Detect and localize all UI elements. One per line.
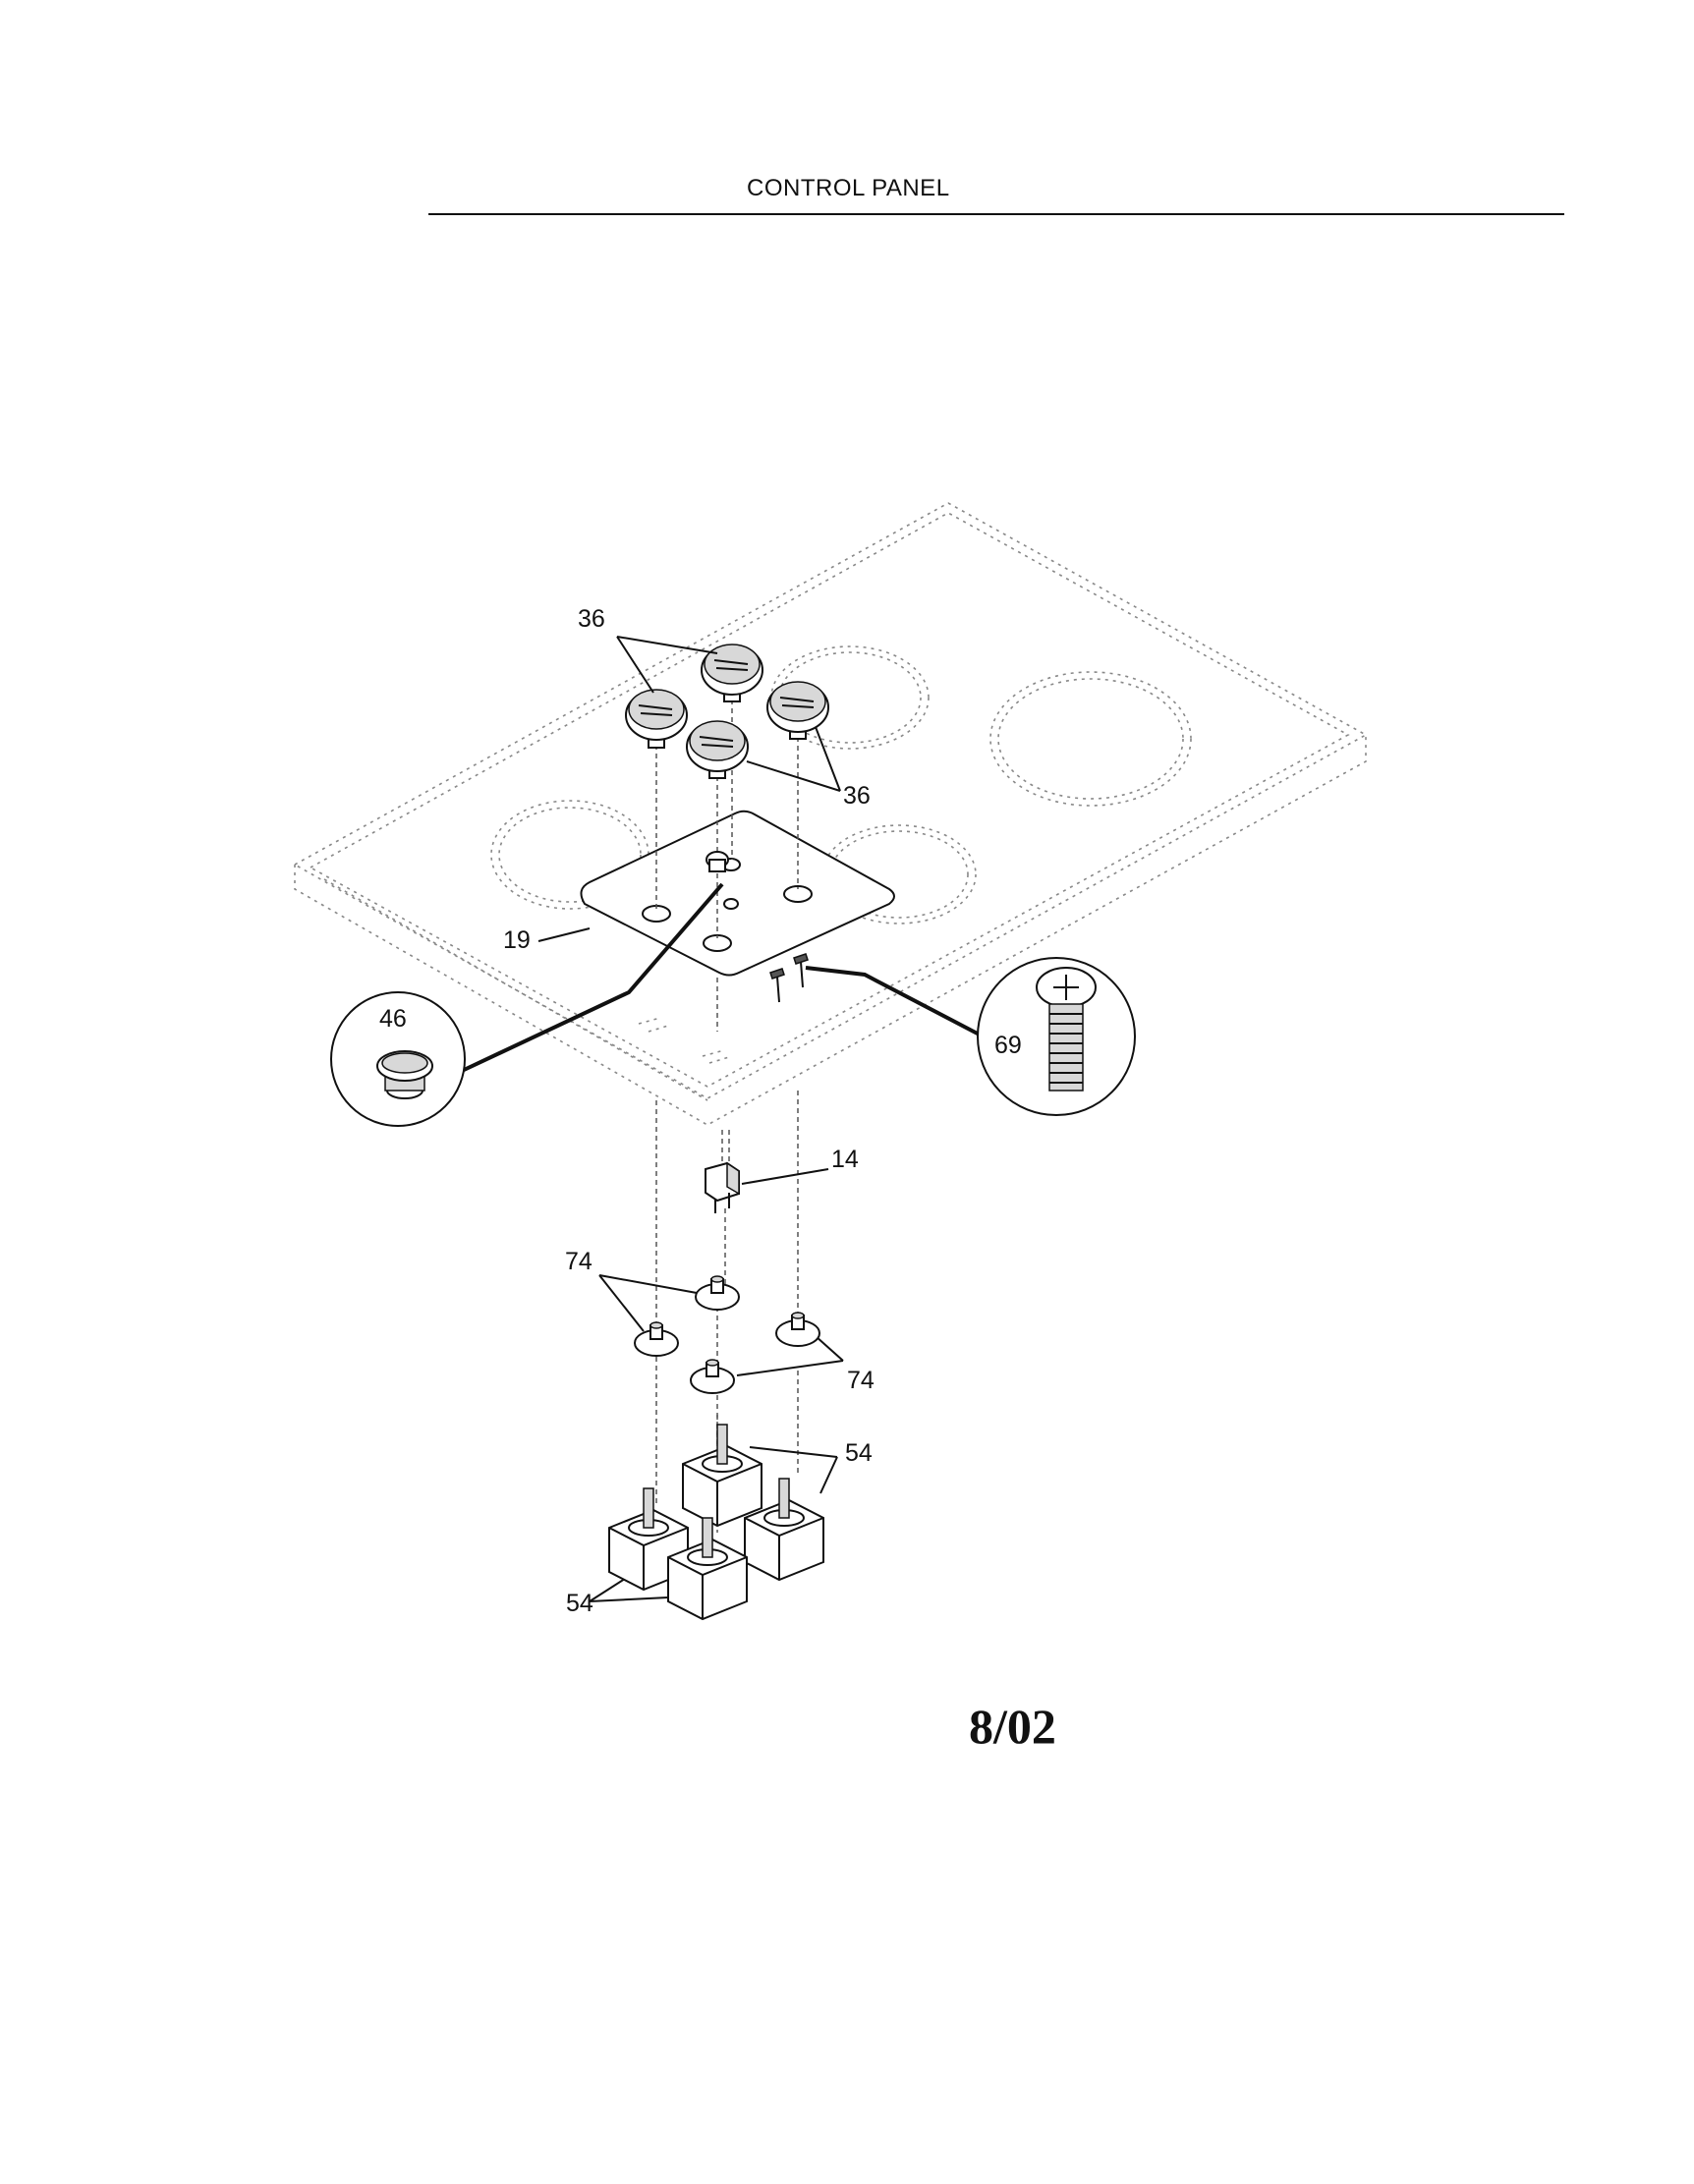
callout-valve-right: 54: [845, 1439, 873, 1467]
callout-overlay: 19: [503, 926, 531, 954]
gasket-left: [634, 1321, 679, 1357]
knob-left: [625, 689, 688, 749]
screw-detail-circle: [977, 957, 1136, 1116]
gasket-back: [695, 1275, 740, 1311]
callout-switch: 14: [831, 1146, 859, 1173]
overlay-plug-small: [706, 851, 729, 872]
callout-knob-top: 36: [578, 605, 605, 633]
gasket-front: [690, 1359, 735, 1394]
overlay-panel: [580, 810, 895, 977]
valve-front: [667, 1517, 748, 1621]
callout-knob-bottom: 36: [843, 782, 871, 810]
knob-right: [766, 681, 829, 740]
switch-part: [705, 1161, 740, 1213]
date-code: 8/02: [969, 1699, 1056, 1754]
knob-front: [686, 720, 749, 779]
valve-parts: [608, 1424, 824, 1621]
callout-plug: 46: [379, 1005, 407, 1033]
knob-back: [701, 644, 763, 702]
title-rule: [428, 213, 1564, 215]
callout-gasket-top: 74: [565, 1248, 593, 1275]
callout-valve-left: 54: [566, 1590, 593, 1617]
callout-screw: 69: [994, 1032, 1022, 1059]
gasket-right: [775, 1312, 820, 1347]
callout-gasket-bottom: 74: [847, 1367, 875, 1394]
callout-labels: 36 36 19 46 69 14 74 74 54 54: [379, 605, 1022, 1617]
gasket-parts: [634, 1275, 820, 1394]
plug-detail-circle: [330, 991, 466, 1127]
knob-parts: [625, 644, 829, 779]
assembly-guide-lines: [655, 700, 799, 1533]
page-title: CONTROL PANEL: [747, 175, 950, 201]
valve-right: [744, 1478, 824, 1582]
valve-back: [682, 1424, 762, 1528]
mounting-screws: [769, 953, 809, 1003]
